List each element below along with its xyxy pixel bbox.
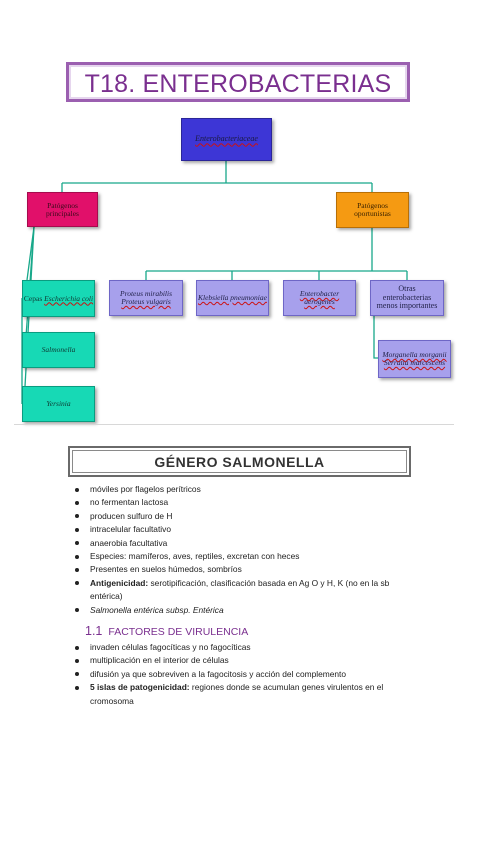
node-main-line1: Patógenos — [47, 200, 78, 210]
subsection-title: FACTORES DE VIRULENCIA — [108, 626, 249, 638]
list-item-label: Antigenicidad: — [90, 577, 149, 588]
node-cepas-name: Escherichia coli — [44, 293, 94, 303]
diagram-divider — [14, 424, 454, 425]
node-cepas-prefix: Cepas — [23, 293, 43, 303]
list-item: Presentes en suelos húmedos, sombríos — [75, 563, 415, 576]
node-proteus: Proteus mirabilis Proteus vulgaris — [109, 280, 183, 316]
node-klebsiella: Klebsiella pneumoniae — [196, 280, 269, 316]
node-otras-line3: menos importantes — [376, 301, 438, 311]
node-morganella-serratia: Morganella morganii Serratia marcescens — [378, 340, 451, 378]
node-main-pathogens: Patógenos principales — [27, 192, 98, 227]
list-item: 5 islas de patogenicidad: regiones donde… — [75, 681, 415, 708]
section-heading-box: GÉNERO SALMONELLA — [68, 446, 411, 477]
list-item: multiplicación en el interior de células — [75, 654, 415, 667]
list-item: intracelular facultativo — [75, 523, 415, 536]
list-item: invaden células fagocíticas y no fagocít… — [75, 641, 415, 654]
node-opp-line2: oportunistas — [354, 209, 391, 218]
node-enterobacteriaceae: Enterobacteriaceae — [181, 118, 272, 161]
node-otras: Otras enterobacterias menos importantes — [370, 280, 444, 316]
node-proteus-line1: Proteus mirabilis — [119, 289, 173, 299]
node-morg-line1: Morganella morganii — [382, 350, 447, 360]
virulence-factors-list: invaden células fagocíticas y no fagocít… — [75, 641, 415, 708]
subsection-number: 1.1 — [85, 624, 103, 638]
list-item: no fermentan lactosa — [75, 496, 415, 509]
section-heading: GÉNERO SALMONELLA — [154, 454, 325, 470]
list-item: difusión ya que sobreviven a la fagocito… — [75, 668, 415, 681]
list-item: anaerobia facultativa — [75, 537, 415, 550]
node-proteus-line2: Proteus vulgaris — [121, 297, 171, 306]
node-morg-line2: Serratia marcescens — [383, 358, 446, 367]
node-salmonella: Salmonella — [22, 332, 95, 368]
salmonella-features-list: móviles por flagelos perítricos no ferme… — [75, 483, 415, 617]
node-enterobacter: Enterobacter aerogenes — [283, 280, 356, 316]
connector-otras-down — [373, 316, 378, 359]
list-item: Antigenicidad: serotipificación, clasifi… — [75, 577, 415, 604]
list-item-label: 5 islas de patogenicidad: — [90, 682, 190, 693]
node-otras-line2: enterobacterias — [382, 292, 432, 302]
list-item: móviles por flagelos perítricos — [75, 483, 415, 496]
node-yersinia: Yersinia — [22, 386, 95, 422]
subsection-heading: 1.1 FACTORES DE VIRULENCIA — [85, 624, 248, 638]
title-banner: T18. ENTEROBACTERIAS — [66, 62, 410, 102]
node-opp-line1: Patógenos — [357, 201, 388, 211]
node-cepas-ecoli: Cepas Escherichia coli — [22, 280, 95, 317]
page-title: T18. ENTEROBACTERIAS — [84, 70, 392, 98]
node-main-line2: principales — [46, 208, 79, 218]
list-item: Salmonella entérica subsp. Entérica — [75, 604, 415, 617]
list-item: Especies: mamíferos, aves, reptiles, exc… — [75, 550, 415, 563]
node-otras-line1: Otras — [398, 284, 416, 294]
node-opportunistic-pathogens: Patógenos oportunistas — [336, 192, 409, 228]
classification-diagram: Enterobacteriaceae Patógenos principales… — [0, 108, 477, 428]
list-item: producen sulfuro de H — [75, 510, 415, 523]
